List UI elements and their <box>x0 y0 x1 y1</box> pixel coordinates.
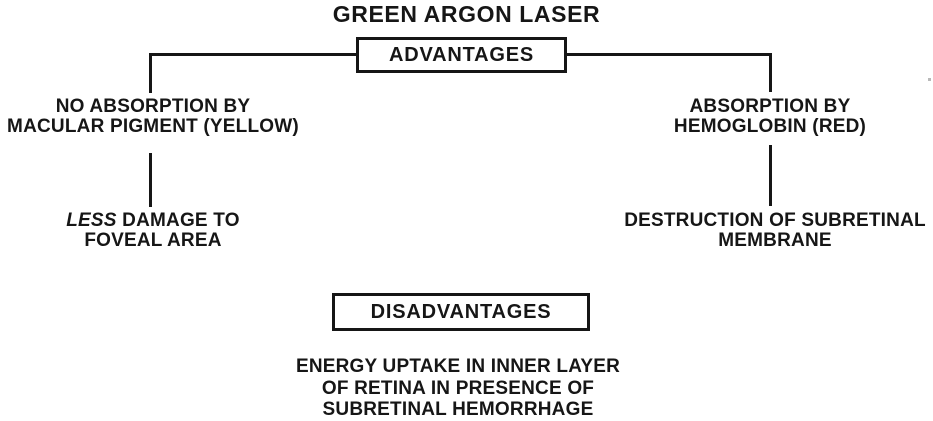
left-cause-line2: MACULAR PIGMENT (YELLOW) <box>7 116 299 137</box>
advantages-box: ADVANTAGES <box>356 37 567 73</box>
right-effect-line2: MEMBRANE <box>718 230 832 251</box>
connector-advantages-left-horizontal <box>150 53 357 56</box>
left-effect-line1-rest: DAMAGE TO <box>116 210 240 231</box>
right-cause-line1: ABSORPTION BY <box>689 96 851 117</box>
scan-artifact-speck <box>928 78 931 81</box>
left-cause-text: NO ABSORPTION BY MACULAR PIGMENT (YELLOW… <box>0 97 306 137</box>
disadvantages-effect-line3: SUBRETINAL HEMORRHAGE <box>322 399 594 420</box>
left-cause-line1: NO ABSORPTION BY <box>55 96 251 117</box>
connector-right-branch-drop <box>769 53 772 92</box>
right-effect-line1: DESTRUCTION OF SUBRETINAL <box>624 210 926 231</box>
less-emphasis-text: LESS <box>66 210 117 231</box>
connector-left-branch-drop <box>149 53 152 93</box>
right-effect-text: DESTRUCTION OF SUBRETINAL MEMBRANE <box>618 211 932 251</box>
disadvantages-box: DISADVANTAGES <box>332 293 590 331</box>
right-cause-text: ABSORPTION BY HEMOGLOBIN (RED) <box>620 97 920 137</box>
right-cause-line2: HEMOGLOBIN (RED) <box>673 116 867 137</box>
disadvantages-effect-line1: ENERGY UPTAKE IN INNER LAYER <box>295 356 621 377</box>
disadvantages-effect-text: ENERGY UPTAKE IN INNER LAYER OF RETINA I… <box>250 356 666 421</box>
diagram-title: GREEN ARGON LASER <box>332 1 601 27</box>
disadvantages-effect-line2: OF RETINA IN PRESENCE OF <box>321 377 595 399</box>
connector-advantages-right-horizontal <box>566 53 772 56</box>
connector-right-cause-to-effect <box>769 145 772 206</box>
left-effect-text: LESS DAMAGE TO FOVEAL AREA <box>0 211 306 251</box>
advantages-label: ADVANTAGES <box>388 43 535 66</box>
left-effect-line1: LESS DAMAGE TO <box>0 211 306 231</box>
disadvantages-label: DISADVANTAGES <box>370 300 552 323</box>
connector-left-cause-to-effect <box>149 153 152 207</box>
left-effect-line2: FOVEAL AREA <box>84 230 222 251</box>
